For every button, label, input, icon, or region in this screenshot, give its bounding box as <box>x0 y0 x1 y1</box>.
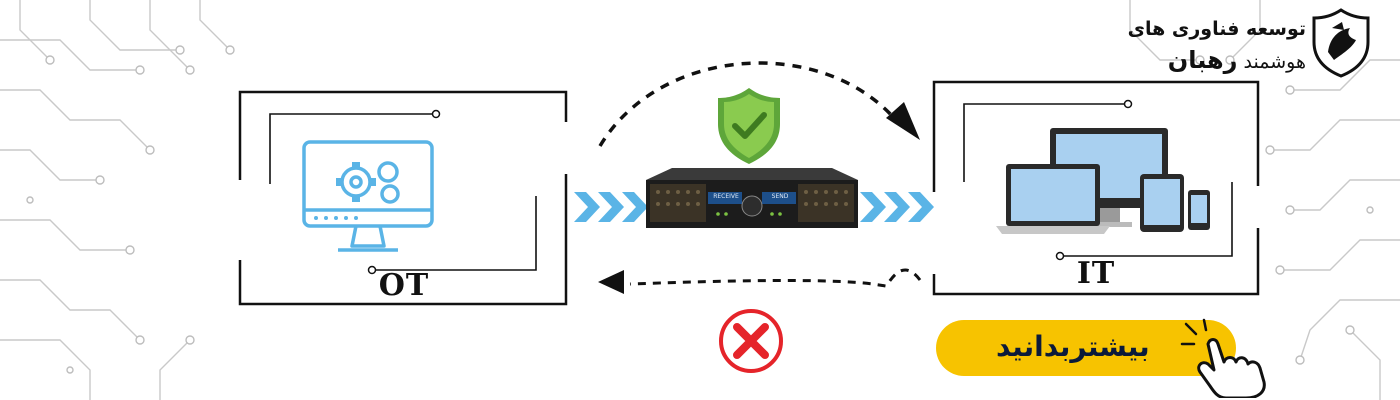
brand-line2: هوشمند رهبان <box>1168 46 1306 74</box>
chevrons-right-icon <box>860 192 934 222</box>
rahban-shield-icon <box>1312 8 1370 78</box>
gears-monitor-icon <box>302 140 434 252</box>
brand-line2-bold: رهبان <box>1167 46 1238 74</box>
ot-panel-frame <box>238 90 568 306</box>
brand-line1: توسعه فناوری های <box>1127 18 1306 40</box>
it-panel-frame <box>932 80 1260 296</box>
device-send-label: SEND <box>771 193 789 200</box>
return-dashed-arrow <box>629 268 922 288</box>
it-label: IT <box>1076 256 1116 291</box>
brand-line2-prefix: هوشمند <box>1243 51 1306 73</box>
data-diode-device <box>646 168 858 228</box>
learn-more-button[interactable]: بیشتربدانید <box>936 320 1236 376</box>
device-receive-label: RECEIVE <box>713 193 739 200</box>
pointing-hand-icon <box>1180 318 1266 398</box>
ot-label: OT <box>378 268 430 303</box>
brand-logo: توسعه فناوری های هوشمند رهبان <box>1120 8 1370 78</box>
learn-more-label: بیشتربدانید <box>996 330 1150 363</box>
multi-device-icon <box>996 128 1210 234</box>
forward-dashed-arrow <box>598 61 896 147</box>
forward-arrow-head <box>886 102 920 140</box>
return-arrow-head <box>598 270 624 294</box>
check-shield-icon <box>718 88 780 164</box>
chevrons-left-icon <box>574 192 648 222</box>
flow-arrows <box>598 61 922 294</box>
red-x-icon <box>719 309 783 373</box>
